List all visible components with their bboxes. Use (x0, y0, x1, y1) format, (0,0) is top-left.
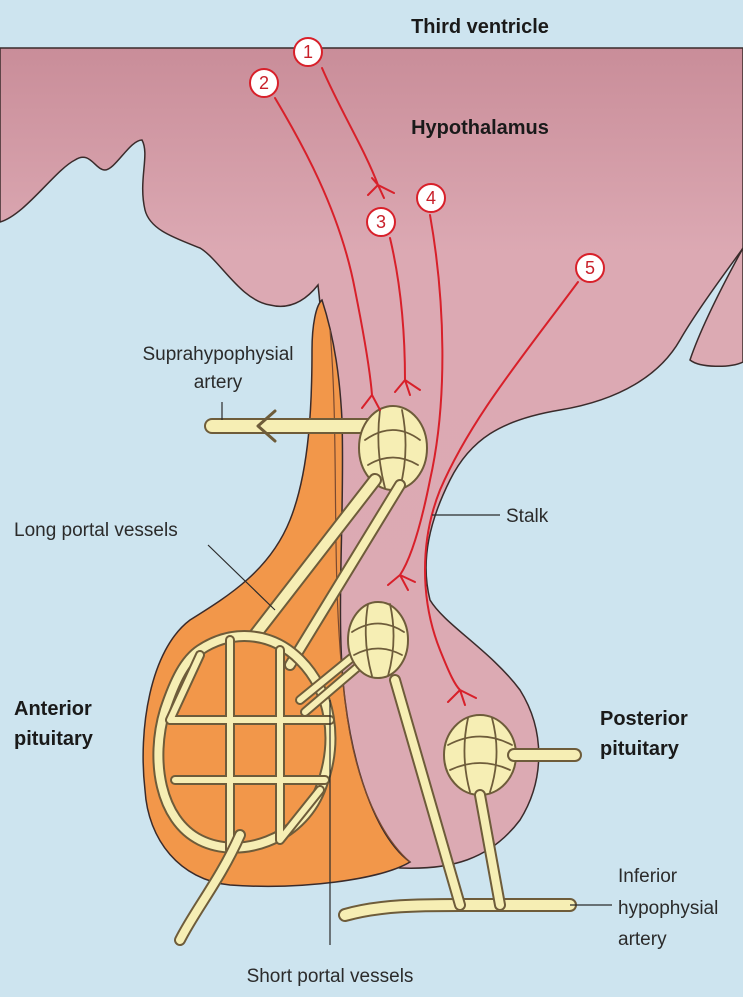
third-ventricle-label: Third ventricle (411, 16, 549, 38)
posterior-label-line2: pituitary (600, 738, 680, 760)
neuron-1-number: 1 (303, 42, 313, 62)
suprahypophysial-label-line1: Suprahypophysial (142, 344, 293, 365)
neuron-5-marker: 5 (576, 254, 604, 282)
neuron-1-marker: 1 (294, 38, 322, 66)
neuron-4-marker: 4 (417, 184, 445, 212)
hypothalamus-label: Hypothalamus (411, 117, 549, 139)
inferior-label-line1: Inferior (618, 866, 678, 887)
anterior-label-line2: pituitary (14, 728, 94, 750)
neuron-5-number: 5 (585, 258, 595, 278)
inferior-label-line2: hypophysial (618, 898, 718, 919)
neuron-2-number: 2 (259, 73, 269, 93)
long-portal-label: Long portal vessels (14, 520, 178, 541)
neuron-4-number: 4 (426, 188, 436, 208)
inferior-label-line3: artery (618, 929, 667, 950)
suprahypophysial-label-line2: artery (194, 372, 243, 393)
neuron-3-number: 3 (376, 212, 386, 232)
neuron-2-marker: 2 (250, 69, 278, 97)
neuron-3-marker: 3 (367, 208, 395, 236)
posterior-label-line1: Posterior (600, 708, 688, 730)
short-portal-label: Short portal vessels (247, 966, 414, 987)
anterior-label-line1: Anterior (14, 698, 92, 720)
stalk-label: Stalk (506, 506, 549, 527)
